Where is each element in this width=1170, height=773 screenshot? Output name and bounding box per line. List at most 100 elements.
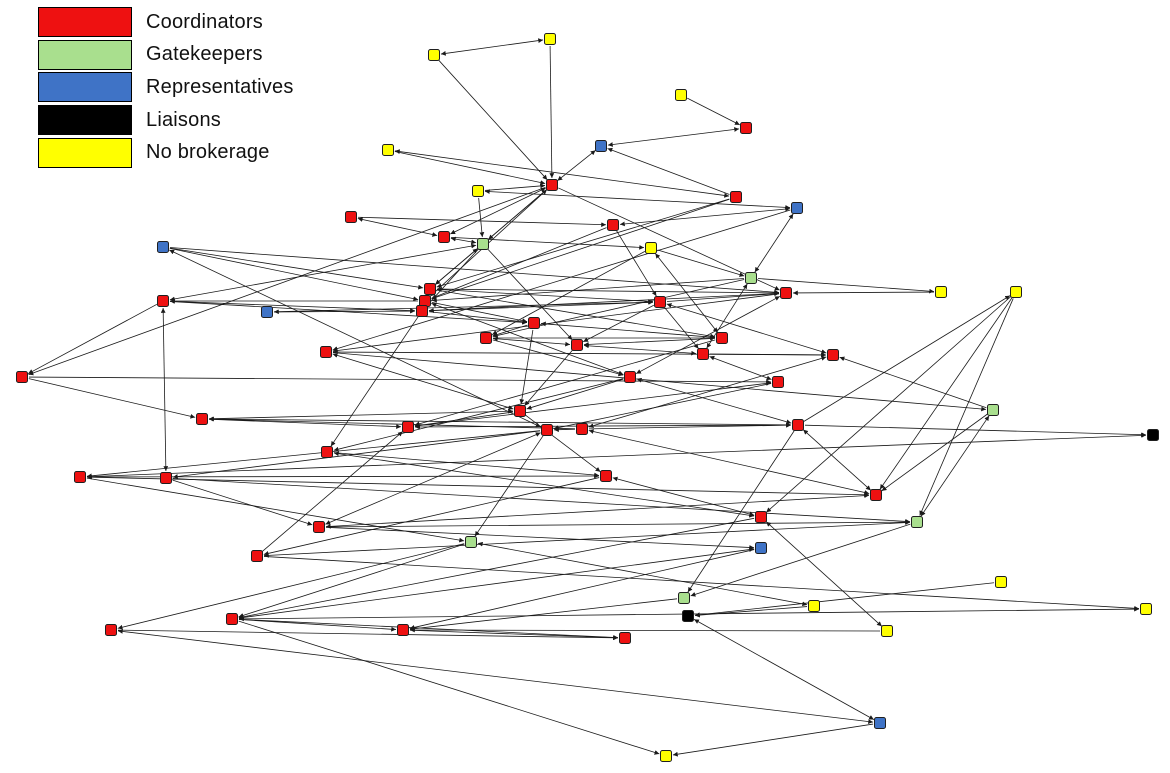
node-coordinator-n49 [600, 470, 612, 482]
node-coordinator-n13 [438, 231, 450, 243]
edge-n64-n62 [409, 627, 881, 633]
edge-n46-n47 [86, 474, 870, 498]
edge-n48-n51 [172, 479, 313, 526]
legend-item-liaisons: Liaisons [38, 104, 338, 137]
edge-n50-n60 [238, 517, 755, 620]
edge-n42-n51 [325, 432, 541, 525]
edge-n1-n2 [440, 38, 544, 56]
legend-label-representatives: Representatives [146, 75, 294, 98]
edge-n34-n38 [28, 378, 196, 419]
edge-n14-n24 [426, 248, 479, 307]
node-gatekeeper-n14 [477, 238, 489, 250]
edge-n4-n5 [607, 127, 740, 147]
edge-layer [27, 38, 1147, 757]
edge-n28-n30 [583, 343, 697, 356]
node-coordinator-n12 [607, 219, 619, 231]
edge-n25-n27 [540, 321, 716, 340]
node-coordinator-n36 [514, 405, 526, 417]
edge-n2-n7 [549, 45, 555, 179]
edge-n9-n14 [478, 197, 485, 238]
edge-n29-n36 [332, 353, 514, 410]
edge-n33-n36 [526, 378, 624, 410]
node-coordinator-n24 [416, 305, 428, 317]
edge-n9-n7 [484, 183, 546, 191]
edge-n38-n40 [208, 418, 792, 428]
legend-item-coordinators: Coordinators [38, 6, 338, 39]
edge-n10-n29 [332, 209, 791, 351]
edge-n19-n21 [436, 287, 654, 304]
node-coordinator-n61 [105, 624, 117, 636]
node-none-n67 [660, 750, 672, 762]
edge-n17-n18 [757, 278, 935, 294]
node-coordinator-n50 [755, 511, 767, 523]
edge-n37-n47 [881, 413, 988, 492]
edge-n59-n66 [693, 619, 875, 720]
node-coordinator-n20 [419, 295, 431, 307]
edge-n44-n50 [765, 296, 1012, 513]
edge-n21-n31 [666, 303, 827, 354]
edge-n16-n22 [169, 247, 780, 295]
edge-n36-n39 [414, 411, 514, 428]
legend-swatch-gatekeepers [38, 39, 132, 70]
edge-n14-n19 [435, 248, 478, 285]
node-none-n15 [645, 242, 657, 254]
node-none-n1 [428, 49, 440, 61]
node-coordinator-n30 [697, 348, 709, 360]
edge-n44-n47 [879, 297, 1013, 490]
node-coordinator-n27 [716, 332, 728, 344]
legend-swatch-liaisons [38, 105, 132, 136]
node-layer [16, 33, 1159, 762]
legend-label-no-brokerage: No brokerage [146, 141, 270, 164]
legend-label-liaisons: Liaisons [146, 108, 221, 131]
edge-n18-n22 [792, 290, 935, 296]
node-coordinator-n4 [740, 122, 752, 134]
edge-n25-n26 [492, 324, 528, 337]
edge-n42-n48 [172, 430, 541, 479]
edge-n44-n52 [919, 298, 1014, 516]
legend-swatch-coordinators [38, 7, 132, 38]
edge-n12-n10 [619, 206, 791, 227]
edge-n52-n56 [690, 523, 911, 597]
node-none-n2 [544, 33, 556, 45]
node-representative-n23 [261, 306, 273, 318]
legend-swatch-no-brokerage [38, 137, 132, 168]
node-coordinator-n26 [480, 332, 492, 344]
node-none-n65 [1140, 603, 1152, 615]
edge-n32-n34 [27, 303, 158, 375]
node-coordinator-n60 [226, 613, 238, 625]
legend-item-no-brokerage: No brokerage [38, 136, 338, 169]
edge-n38-n39 [208, 418, 402, 429]
legend: Coordinators Gatekeepers Representatives… [38, 6, 338, 169]
node-coordinator-n8 [730, 191, 742, 203]
edge-n22-n24 [428, 292, 780, 313]
node-liaison-n45 [1147, 429, 1159, 441]
node-none-n44 [1010, 286, 1022, 298]
edge-n55-n65 [263, 556, 1140, 611]
edge-n30-n31 [709, 352, 827, 358]
node-gatekeeper-n53 [465, 536, 477, 548]
edge-n21-n28 [583, 304, 654, 343]
node-liaison-n59 [682, 610, 694, 622]
node-coordinator-n19 [424, 283, 436, 295]
node-none-n6 [382, 144, 394, 156]
edge-n54-n60 [238, 547, 755, 620]
edge-n7-n13 [450, 187, 546, 235]
node-coordinator-n48 [160, 472, 172, 484]
edge-n10-n17 [754, 213, 794, 273]
node-none-n58 [995, 576, 1007, 588]
node-gatekeeper-n37 [987, 404, 999, 416]
edge-n41-n42 [553, 427, 576, 433]
node-gatekeeper-n56 [678, 592, 690, 604]
edge-n42-n46 [86, 430, 541, 479]
edge-n37-n52 [920, 415, 990, 517]
node-coordinator-n47 [870, 489, 882, 501]
node-coordinator-n33 [624, 371, 636, 383]
edge-n8-n20 [431, 198, 730, 300]
edge-n13-n14 [450, 236, 477, 245]
node-coordinator-n55 [251, 550, 263, 562]
edge-n55-n39 [262, 431, 403, 552]
edge-n19-n22 [436, 288, 780, 296]
node-coordinator-n51 [313, 521, 325, 533]
node-coordinator-n29 [320, 346, 332, 358]
